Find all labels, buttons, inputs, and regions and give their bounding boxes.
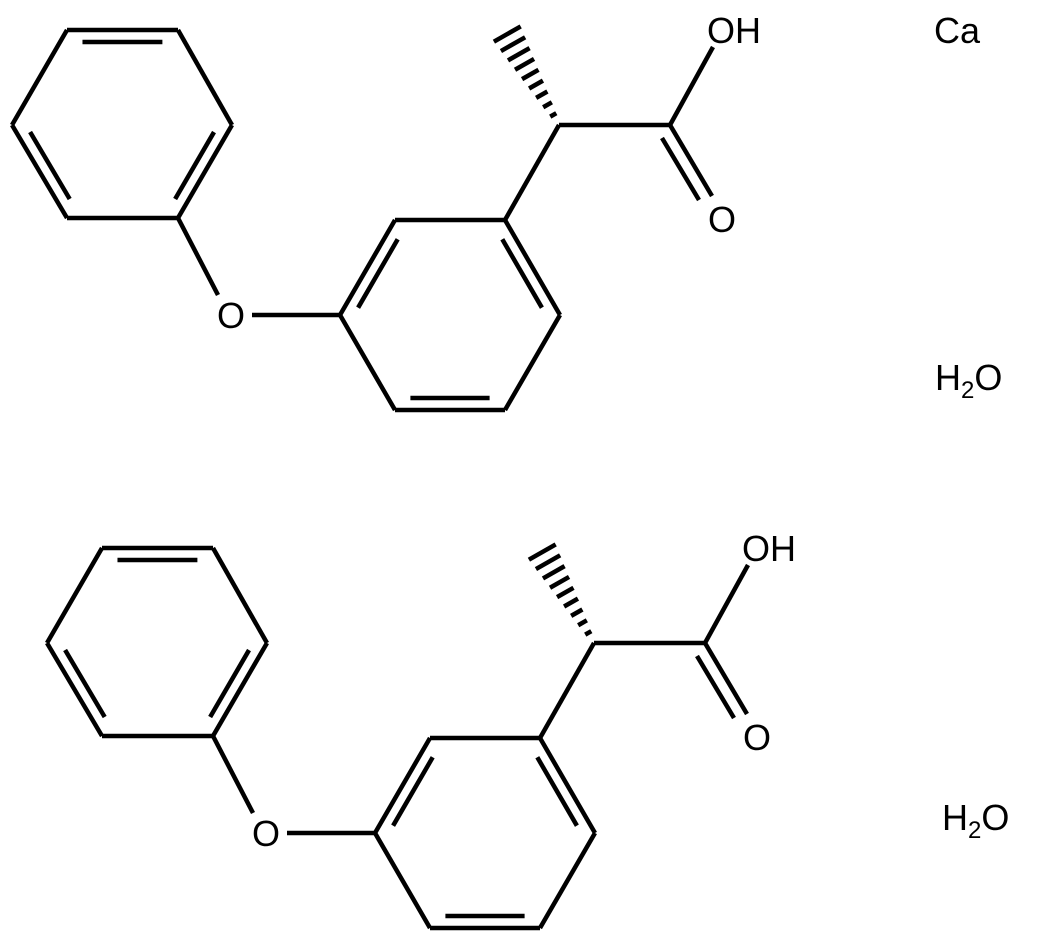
hashed-wedge-bond [549, 111, 558, 119]
carbonyl-double-bond [695, 654, 736, 720]
hashed-wedge-bond [527, 542, 557, 562]
phenyl-double-bond [28, 130, 72, 201]
carbonyl-bond [703, 641, 749, 716]
phenyl-bond [211, 546, 269, 645]
water-label-2: H2O [942, 797, 1009, 844]
ether-oxygen-label: O [217, 295, 245, 336]
phenyl-bond [211, 641, 269, 738]
phenyl-double-bond [208, 648, 251, 719]
benzene-double-bond [500, 238, 544, 309]
carbonyl-double-bond [660, 136, 701, 202]
benzene-bond [503, 218, 562, 317]
ether-bond [176, 216, 220, 297]
phenyl-bond [45, 641, 104, 738]
benzene-double-bond [535, 756, 579, 827]
benzene-bond [373, 831, 432, 930]
benzene-bond [503, 313, 562, 412]
alpha-carbon-bond [503, 123, 561, 222]
hashed-wedge-bond [535, 89, 549, 100]
benzene-double-bond [391, 756, 435, 827]
water-label-1: H2O [935, 357, 1002, 404]
carbonyl-oxygen-label: O [743, 717, 771, 758]
carbonyl-oxygen-label: O [708, 199, 736, 240]
hashed-wedge-bond [534, 553, 562, 571]
benzene-bond [338, 313, 397, 412]
hashed-wedge-bond [577, 618, 588, 628]
hydroxyl-bond [703, 563, 750, 645]
hashed-wedge-bond [548, 575, 571, 590]
alpha-carbon-bond [538, 641, 596, 740]
phenyl-bond [10, 28, 69, 127]
carbonyl-bond [668, 123, 714, 198]
phenyl-double-bond [63, 648, 107, 719]
hydroxyl-label: OH [742, 528, 796, 569]
hydroxyl-label: OH [707, 10, 761, 51]
hashed-wedge-bond [492, 24, 522, 44]
fenoprofen-molecule-1: O OH O [10, 10, 761, 413]
hashed-wedge-bond [562, 596, 580, 609]
benzene-bond [338, 218, 397, 317]
ether-bond [211, 734, 255, 815]
hashed-wedge-bond [513, 57, 536, 72]
phenyl-double-bond [173, 130, 216, 201]
phenyl-bond [45, 546, 104, 645]
phenyl-bond [176, 28, 234, 127]
hashed-wedge-bond [499, 35, 527, 53]
hashed-wedge-bond [541, 564, 566, 581]
hashed-wedge-bond [506, 46, 531, 63]
benzene-bond [373, 736, 432, 835]
hashed-wedge-bond [520, 67, 540, 82]
calcium-label: Ca [934, 10, 981, 51]
benzene-double-bond [356, 238, 400, 309]
fenoprofen-molecule-2: O OH O [45, 528, 796, 931]
hashed-wedge-bond [542, 100, 553, 110]
hydroxyl-bond [668, 45, 715, 127]
phenyl-bond [10, 123, 69, 220]
benzene-bond [538, 831, 597, 930]
hashed-wedge-bond [570, 607, 584, 618]
ether-oxygen-label: O [252, 813, 280, 854]
benzene-bond [538, 736, 597, 835]
hashed-wedge-bond [527, 78, 545, 91]
hashed-wedge-bond [555, 585, 575, 600]
hashed-wedge-bond [584, 629, 593, 637]
phenyl-bond [176, 123, 234, 220]
